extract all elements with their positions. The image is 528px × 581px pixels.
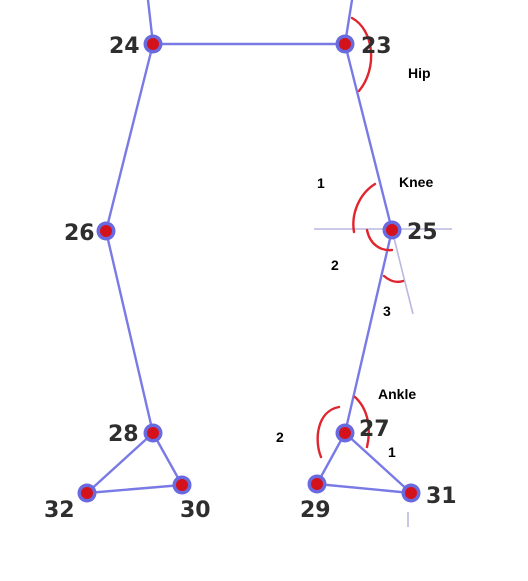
knee-angle-arc-3 — [382, 274, 405, 284]
joint-label-25: 25 — [407, 220, 438, 245]
joint-labels: 24 23 26 25 28 27 32 30 29 31 — [44, 34, 457, 523]
joint-25 — [382, 220, 402, 240]
ankle-angle-label-1: 1 — [388, 444, 396, 460]
bone-left-shin — [104, 229, 155, 435]
ankle-angle-arc-right — [353, 395, 370, 449]
hip-annotation: Hip — [408, 65, 431, 81]
bone-right-ankle-heel — [315, 431, 347, 486]
knee-annotation: Knee — [399, 174, 433, 190]
knee-extension-guide — [391, 229, 414, 315]
skeleton-bones — [85, 0, 413, 495]
joint-27 — [335, 423, 355, 443]
skeleton-joints — [77, 34, 421, 503]
joint-23 — [335, 34, 355, 54]
knee-angle-label-3: 3 — [383, 303, 391, 319]
joint-31 — [401, 483, 421, 503]
joint-29 — [307, 474, 327, 494]
joint-28 — [143, 423, 163, 443]
angle-arcs — [316, 16, 405, 459]
joint-label-26: 26 — [64, 221, 95, 246]
angle-annotations: Hip Knee 1 2 3 Ankle 2 1 — [276, 65, 433, 460]
joint-32 — [77, 483, 97, 503]
joint-label-29: 29 — [300, 498, 331, 523]
joint-label-28: 28 — [108, 422, 139, 447]
knee-angle-label-1: 1 — [317, 175, 325, 191]
joint-30 — [172, 475, 192, 495]
joint-label-30: 30 — [180, 498, 211, 523]
bone-left-foot — [85, 483, 184, 495]
joint-26 — [96, 221, 116, 241]
joint-label-23: 23 — [361, 34, 392, 59]
ankle-annotation: Ankle — [378, 386, 416, 402]
bone-left-ankle-heel — [85, 431, 155, 495]
knee-angle-arc-2 — [365, 228, 394, 252]
joint-label-32: 32 — [44, 498, 75, 523]
joint-label-24: 24 — [109, 34, 140, 59]
joint-label-31: 31 — [426, 484, 457, 509]
bone-left-thigh — [104, 42, 155, 233]
bone-right-shin — [343, 228, 394, 435]
joint-label-27: 27 — [359, 417, 390, 442]
joint-24 — [143, 34, 163, 54]
bone-right-thigh — [343, 42, 394, 232]
bone-right-foot — [315, 482, 413, 495]
knee-angle-arc-1 — [352, 182, 377, 234]
hip-angle-arc — [350, 16, 373, 93]
bone-right-ankle-toe — [343, 431, 413, 495]
knee-angle-label-2: 2 — [331, 257, 339, 273]
bone-left-ankle-toe — [151, 431, 184, 487]
ankle-angle-arc-left — [316, 405, 341, 459]
ankle-angle-label-2: 2 — [276, 429, 284, 445]
